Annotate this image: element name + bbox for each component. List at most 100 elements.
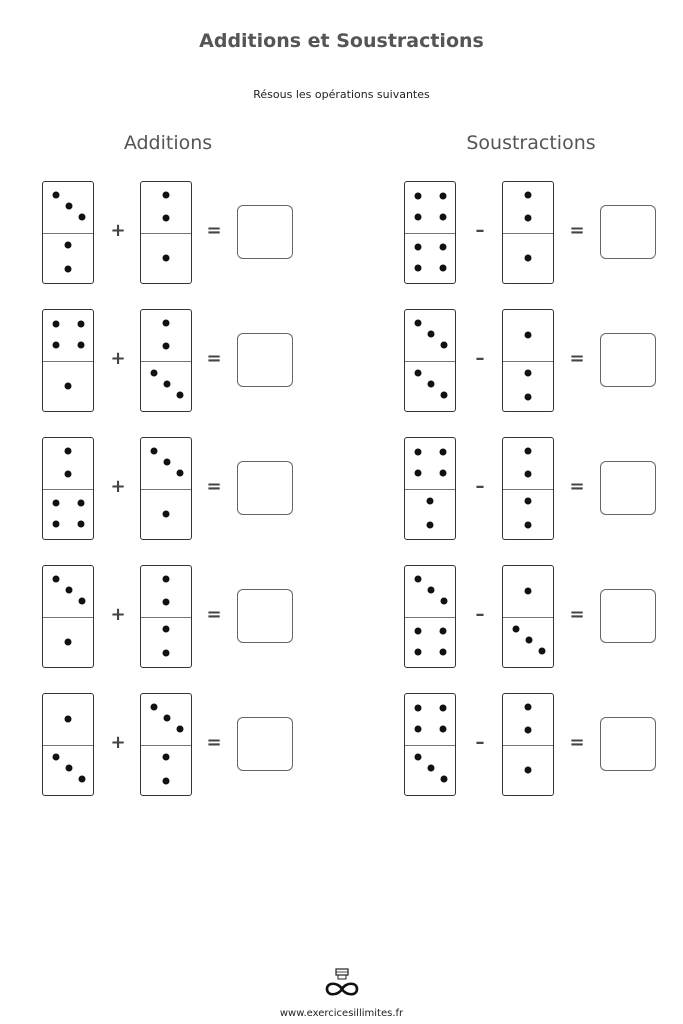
domino-pip: [163, 380, 171, 388]
answer-box[interactable]: [600, 717, 656, 771]
domino-divider: [503, 488, 553, 490]
domino-pip: [512, 625, 520, 633]
column-heading-subtractions: Soustractions: [466, 132, 596, 154]
domino-pip: [439, 264, 447, 272]
domino-half-bottom: [141, 745, 191, 796]
domino-pip: [162, 342, 170, 350]
domino-pip: [524, 703, 532, 711]
domino-half-bottom: [43, 489, 93, 540]
domino-half-top: [141, 438, 191, 489]
domino-pip: [162, 191, 170, 199]
answer-box[interactable]: [237, 589, 293, 643]
domino-half-bottom: [503, 361, 553, 412]
domino-half-top: [141, 182, 191, 233]
domino-pip: [162, 575, 170, 583]
domino-half-bottom: [405, 233, 455, 284]
domino-pip: [525, 636, 533, 644]
domino-half-top: [503, 566, 553, 617]
domino-pip: [162, 319, 170, 327]
footer-url: www.exercicesillimites.fr: [279, 1008, 404, 1019]
domino-pip: [524, 726, 532, 734]
domino-pip: [426, 521, 434, 529]
worksheet-subtitle: Résous les opérations suivantes: [253, 88, 430, 101]
domino-half-bottom: [405, 745, 455, 796]
domino-half-bottom: [405, 361, 455, 412]
domino-divider: [43, 488, 93, 490]
domino-pip: [78, 597, 86, 605]
domino-half-top: [405, 566, 455, 617]
domino-pip: [524, 254, 532, 262]
domino-divider: [43, 744, 93, 746]
answer-box[interactable]: [237, 205, 293, 259]
domino-divider: [141, 744, 191, 746]
minus-sign: –: [475, 476, 485, 497]
worksheet-title: Additions et Soustractions: [199, 30, 484, 52]
subtraction-domino-b: [502, 565, 554, 668]
equals-sign: =: [206, 604, 222, 625]
plus-sign: +: [110, 348, 126, 369]
domino-pip: [524, 587, 532, 595]
infinity-logo-icon: [325, 968, 359, 996]
domino-half-bottom: [503, 233, 553, 284]
domino-pip: [150, 703, 158, 711]
domino-pip: [439, 213, 447, 221]
domino-pip: [52, 320, 60, 328]
domino-pip: [52, 753, 60, 761]
answer-box[interactable]: [600, 205, 656, 259]
domino-half-bottom: [43, 361, 93, 412]
domino-pip: [64, 382, 72, 390]
domino-pip: [538, 647, 546, 655]
answer-box[interactable]: [237, 717, 293, 771]
domino-divider: [141, 488, 191, 490]
domino-pip: [414, 648, 422, 656]
domino-half-bottom: [141, 617, 191, 668]
domino-pip: [64, 638, 72, 646]
domino-divider: [503, 360, 553, 362]
equals-sign: =: [569, 732, 585, 753]
addition-domino-a: [42, 565, 94, 668]
domino-pip: [440, 597, 448, 605]
domino-pip: [150, 369, 158, 377]
domino-half-bottom: [503, 617, 553, 668]
domino-pip: [162, 510, 170, 518]
answer-box[interactable]: [600, 461, 656, 515]
domino-pip: [176, 469, 184, 477]
domino-half-bottom: [141, 489, 191, 540]
addition-domino-a: [42, 309, 94, 412]
domino-pip: [439, 192, 447, 200]
domino-pip: [427, 586, 435, 594]
domino-half-bottom: [405, 489, 455, 540]
domino-divider: [405, 360, 455, 362]
domino-pip: [414, 192, 422, 200]
answer-box[interactable]: [237, 333, 293, 387]
domino-divider: [43, 232, 93, 234]
domino-pip: [524, 497, 532, 505]
domino-pip: [176, 725, 184, 733]
domino-pip: [524, 393, 532, 401]
domino-pip: [414, 575, 422, 583]
equals-sign: =: [569, 604, 585, 625]
addition-domino-b: [140, 437, 192, 540]
domino-pip: [77, 320, 85, 328]
domino-pip: [52, 575, 60, 583]
answer-box[interactable]: [237, 461, 293, 515]
equals-sign: =: [569, 220, 585, 241]
equals-sign: =: [206, 220, 222, 241]
minus-sign: –: [475, 732, 485, 753]
subtraction-domino-a: [404, 693, 456, 796]
domino-pip: [162, 753, 170, 761]
domino-divider: [503, 616, 553, 618]
domino-pip: [78, 213, 86, 221]
minus-sign: –: [475, 348, 485, 369]
domino-pip: [162, 214, 170, 222]
domino-pip: [150, 447, 158, 455]
answer-box[interactable]: [600, 333, 656, 387]
domino-half-top: [405, 694, 455, 745]
domino-pip: [524, 470, 532, 478]
domino-half-bottom: [503, 489, 553, 540]
domino-pip: [439, 648, 447, 656]
answer-box[interactable]: [600, 589, 656, 643]
domino-divider: [43, 360, 93, 362]
domino-pip: [427, 380, 435, 388]
domino-pip: [176, 391, 184, 399]
